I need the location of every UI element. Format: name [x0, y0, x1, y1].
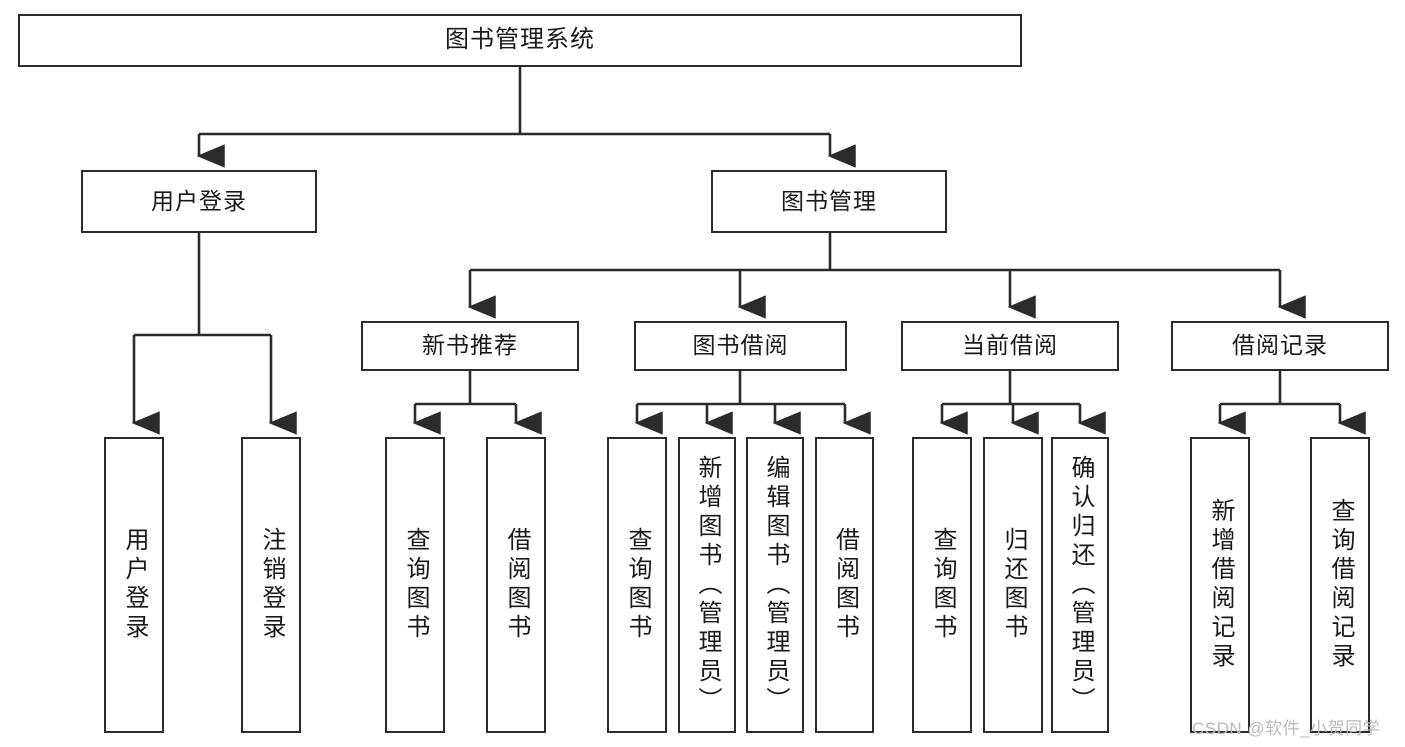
- node-book-borrow-label: 图书借阅: [692, 332, 789, 359]
- node-leaf-edit-book[interactable]: 编辑图书（管理员）: [746, 437, 804, 733]
- node-leaf-add-record[interactable]: 新增借阅记录: [1190, 437, 1250, 733]
- node-leaf-user-login[interactable]: 用户登录: [104, 437, 164, 733]
- node-leaf-borrow-book-2-label: 借阅图书: [831, 527, 859, 643]
- node-leaf-user-login-label: 用户登录: [121, 527, 148, 643]
- node-leaf-borrow-book-1[interactable]: 借阅图书: [486, 437, 546, 733]
- node-leaf-query-book-1[interactable]: 查询图书: [385, 437, 445, 733]
- node-leaf-borrow-book-1-label: 借阅图书: [503, 527, 530, 643]
- node-leaf-query-record[interactable]: 查询借阅记录: [1310, 437, 1370, 733]
- node-leaf-query-record-label: 查询借阅记录: [1327, 498, 1354, 672]
- node-leaf-return-book[interactable]: 归还图书: [983, 437, 1043, 733]
- node-current-borrow-label: 当前借阅: [962, 332, 1058, 359]
- node-current-borrow[interactable]: 当前借阅: [901, 321, 1119, 371]
- node-leaf-query-book-2-label: 查询图书: [624, 527, 651, 643]
- node-leaf-return-book-label: 归还图书: [1000, 527, 1027, 643]
- node-leaf-add-book-label: 新增图书（管理员）: [694, 454, 721, 716]
- node-leaf-query-book-3[interactable]: 查询图书: [912, 437, 972, 733]
- node-borrow-record-label: 借阅记录: [1232, 332, 1328, 359]
- node-new-book-rec-label: 新书推荐: [422, 332, 518, 359]
- node-root-label: 图书管理系统: [445, 26, 595, 54]
- node-leaf-query-book-3-label: 查询图书: [929, 527, 956, 643]
- node-leaf-logout-label: 注销登录: [258, 527, 285, 643]
- node-leaf-query-book-1-label: 查询图书: [402, 527, 429, 643]
- node-leaf-borrow-book-2[interactable]: 借阅图书: [815, 437, 874, 733]
- node-leaf-edit-book-label: 编辑图书（管理员）: [762, 454, 789, 716]
- node-leaf-confirm-return-label: 确认归还（管理员）: [1067, 454, 1094, 716]
- node-borrow-record[interactable]: 借阅记录: [1171, 321, 1389, 371]
- node-book-manage[interactable]: 图书管理: [711, 170, 947, 233]
- node-user-login-label: 用户登录: [151, 187, 247, 214]
- node-root[interactable]: 图书管理系统: [18, 14, 1022, 67]
- node-user-login[interactable]: 用户登录: [81, 170, 317, 233]
- node-leaf-add-record-label: 新增借阅记录: [1207, 498, 1234, 672]
- node-book-manage-label: 图书管理: [781, 187, 877, 214]
- node-leaf-add-book[interactable]: 新增图书（管理员）: [678, 437, 736, 733]
- node-leaf-query-book-2[interactable]: 查询图书: [607, 437, 667, 733]
- node-new-book-rec[interactable]: 新书推荐: [361, 321, 579, 371]
- node-book-borrow[interactable]: 图书借阅: [634, 321, 847, 371]
- node-leaf-logout[interactable]: 注销登录: [241, 437, 301, 733]
- node-leaf-confirm-return[interactable]: 确认归还（管理员）: [1051, 437, 1109, 733]
